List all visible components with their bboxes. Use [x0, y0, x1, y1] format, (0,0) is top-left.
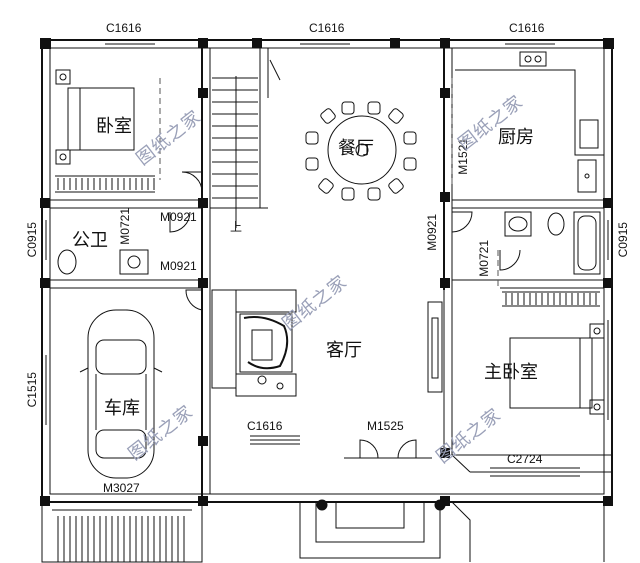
window-left-bath-label: C0915	[25, 222, 39, 258]
bathroom-fixtures	[57, 211, 601, 275]
window-top-mid-label: C1616	[309, 21, 345, 35]
tv-cabinet	[427, 301, 443, 393]
sofa-set	[211, 289, 297, 397]
door-bathroom-v-label: M0721	[118, 208, 132, 245]
room-living-label: 客厅	[326, 340, 362, 361]
dining-table	[305, 101, 417, 201]
door-front	[359, 439, 417, 459]
bed-bedroom	[55, 69, 135, 165]
bed-master	[509, 323, 605, 415]
room-kitchen-label: 厨房	[498, 127, 534, 148]
window-top-right-label: C1616	[509, 21, 545, 35]
room-dining-label: 餐厅	[338, 138, 374, 159]
car	[79, 309, 163, 479]
door-hall-label: M0921	[425, 214, 439, 251]
window-top-left-label: C1616	[106, 21, 142, 35]
window-living-label: C1616	[247, 419, 283, 433]
door-master-bath-label: M0721	[477, 240, 491, 277]
wardrobe-hatch	[57, 178, 155, 190]
room-bedroom-label: 卧室	[96, 116, 132, 137]
window-master-label: C2724	[507, 452, 543, 466]
door-garage-label: M3027	[103, 481, 140, 495]
room-bathroom-label: 公卫	[72, 230, 108, 251]
door-bedroom	[181, 171, 203, 193]
window-right-bath-label: C0915	[616, 222, 630, 258]
stairs	[212, 59, 281, 228]
kitchen-counter	[455, 51, 604, 193]
stair-up-label: 上	[230, 220, 243, 234]
door-bathroom-h-label: M0921	[160, 259, 197, 273]
door-front-label: M1525	[367, 419, 404, 433]
room-garage-label: 车库	[104, 398, 140, 419]
front-steps	[41, 499, 605, 563]
door-bedroom-label: M0921	[160, 210, 197, 224]
window-garage-label: C1515	[25, 372, 39, 408]
room-master-bedroom-label: 主卧室	[484, 362, 538, 383]
